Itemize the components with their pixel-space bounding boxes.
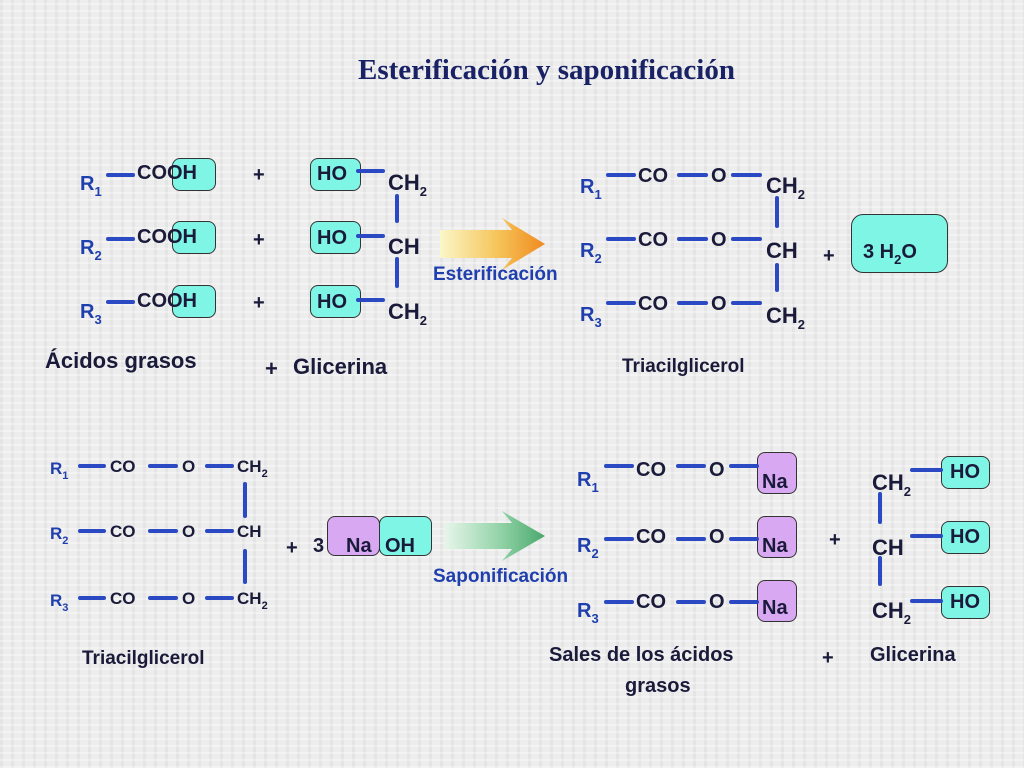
ho-highlight-2 <box>310 221 361 254</box>
sap-co-2: CO <box>110 522 136 541</box>
product-o-1: O <box>711 165 727 187</box>
product-r1: R1 <box>580 176 602 202</box>
plus-sign: + <box>822 647 834 669</box>
salt-co-3: CO <box>636 591 666 613</box>
salts-label-line1: Sales de los ácidos <box>549 644 734 666</box>
plus-sign: + <box>823 245 835 267</box>
plus-sign: + <box>829 529 841 551</box>
product-ch: CH <box>766 238 798 263</box>
acid-3: COOH <box>137 290 197 312</box>
ho-highlight-3 <box>310 285 361 318</box>
sap-co-3: CO <box>110 589 136 608</box>
ho-highlight-1 <box>310 158 361 191</box>
oh-highlight-2 <box>172 221 216 254</box>
product-o-3: O <box>711 293 727 315</box>
product-ch2-top: CH2 <box>766 173 806 202</box>
na-salt-highlight-2 <box>757 516 797 558</box>
plus-sign: + <box>253 229 265 251</box>
na-salt-highlight-1 <box>757 452 797 494</box>
sap-c-2: CH <box>237 522 262 541</box>
product-co-1: CO <box>638 165 668 187</box>
esterification-arrow <box>440 218 545 270</box>
salt-r3: R3 <box>577 600 599 626</box>
sap-triacylglycerol-label: Triacilglicerol <box>82 648 205 669</box>
product-ch2-bottom: CH2 <box>766 303 806 332</box>
gly-ho-3: HO <box>950 591 980 613</box>
salts-label-line2: grasos <box>625 675 691 697</box>
gly-ho-2: HO <box>950 526 980 548</box>
naoh-na: Na <box>346 535 372 557</box>
salt-o-3: O <box>709 591 725 613</box>
product-co-3: CO <box>638 293 668 315</box>
salt-na-1: Na <box>762 471 788 493</box>
r3-label: R3 <box>80 301 102 327</box>
naoh-oh: OH <box>385 535 415 557</box>
glycerol-ch2-bottom: CH2 <box>388 299 428 328</box>
salt-r1: R1 <box>577 469 599 495</box>
salt-o-2: O <box>709 526 725 548</box>
glycerol-ho-3: HO <box>317 291 347 313</box>
sap-co-1: CO <box>110 457 136 476</box>
gly-ch: CH <box>872 535 904 560</box>
sap-r1: R1 <box>50 459 69 482</box>
triacylglycerol-label: Triacilglicerol <box>622 356 745 377</box>
sap-c-3: CH2 <box>237 589 268 612</box>
salt-na-3: Na <box>762 597 788 619</box>
glycerol-ch2-top: CH2 <box>388 170 428 199</box>
glycerol-ho-2: HO <box>317 227 347 249</box>
salt-o-1: O <box>709 459 725 481</box>
r2-label: R2 <box>80 237 102 263</box>
oh-highlight-1 <box>172 158 216 191</box>
product-r3: R3 <box>580 304 602 330</box>
esterification-label: Esterificación <box>433 264 558 285</box>
saponification-label: Saponificación <box>433 566 569 587</box>
sap-o-3: O <box>182 589 196 608</box>
sap-c-1: CH2 <box>237 457 268 480</box>
sap-o-1: O <box>182 457 196 476</box>
ho-product-highlight-2 <box>941 521 990 554</box>
sap-r2: R2 <box>50 524 69 547</box>
water: 3 H2O <box>863 241 917 267</box>
naoh-coef: 3 <box>313 535 325 557</box>
glycerol-label: Glicerina <box>293 354 388 379</box>
plus-sign: + <box>253 292 265 314</box>
na-highlight <box>327 516 380 556</box>
salt-r2: R2 <box>577 535 599 561</box>
water-highlight <box>851 214 948 273</box>
oh-highlight-3 <box>172 285 216 318</box>
gly-ch2-top: CH2 <box>872 470 912 499</box>
salt-na-2: Na <box>762 535 788 557</box>
product-co-2: CO <box>638 229 668 251</box>
sap-r3: R3 <box>50 591 69 614</box>
plus-sign: + <box>253 164 265 186</box>
acid-1: COOH <box>137 162 197 184</box>
fatty-acids-label: Ácidos grasos <box>45 348 197 373</box>
gly-ho-1: HO <box>950 461 980 483</box>
oh-highlight-base <box>379 516 432 556</box>
glycerol-ch: CH <box>388 234 420 259</box>
plus-sign: + <box>286 537 298 559</box>
product-r2: R2 <box>580 240 602 266</box>
salt-co-1: CO <box>636 459 666 481</box>
gly-ch2-bottom: CH2 <box>872 598 912 627</box>
page-title: Esterificación y saponificación <box>358 54 735 86</box>
glycerol-ho-1: HO <box>317 163 347 185</box>
sap-o-2: O <box>182 522 196 541</box>
product-o-2: O <box>711 229 727 251</box>
ho-product-highlight-1 <box>941 456 990 489</box>
ho-product-highlight-3 <box>941 586 990 619</box>
acid-2: COOH <box>137 226 197 248</box>
salt-co-2: CO <box>636 526 666 548</box>
r1-label: R1 <box>80 173 102 199</box>
saponification-arrow <box>445 511 545 561</box>
na-salt-highlight-3 <box>757 580 797 622</box>
glycerin-product-label: Glicerina <box>870 644 956 666</box>
plus-sign: + <box>265 356 278 381</box>
